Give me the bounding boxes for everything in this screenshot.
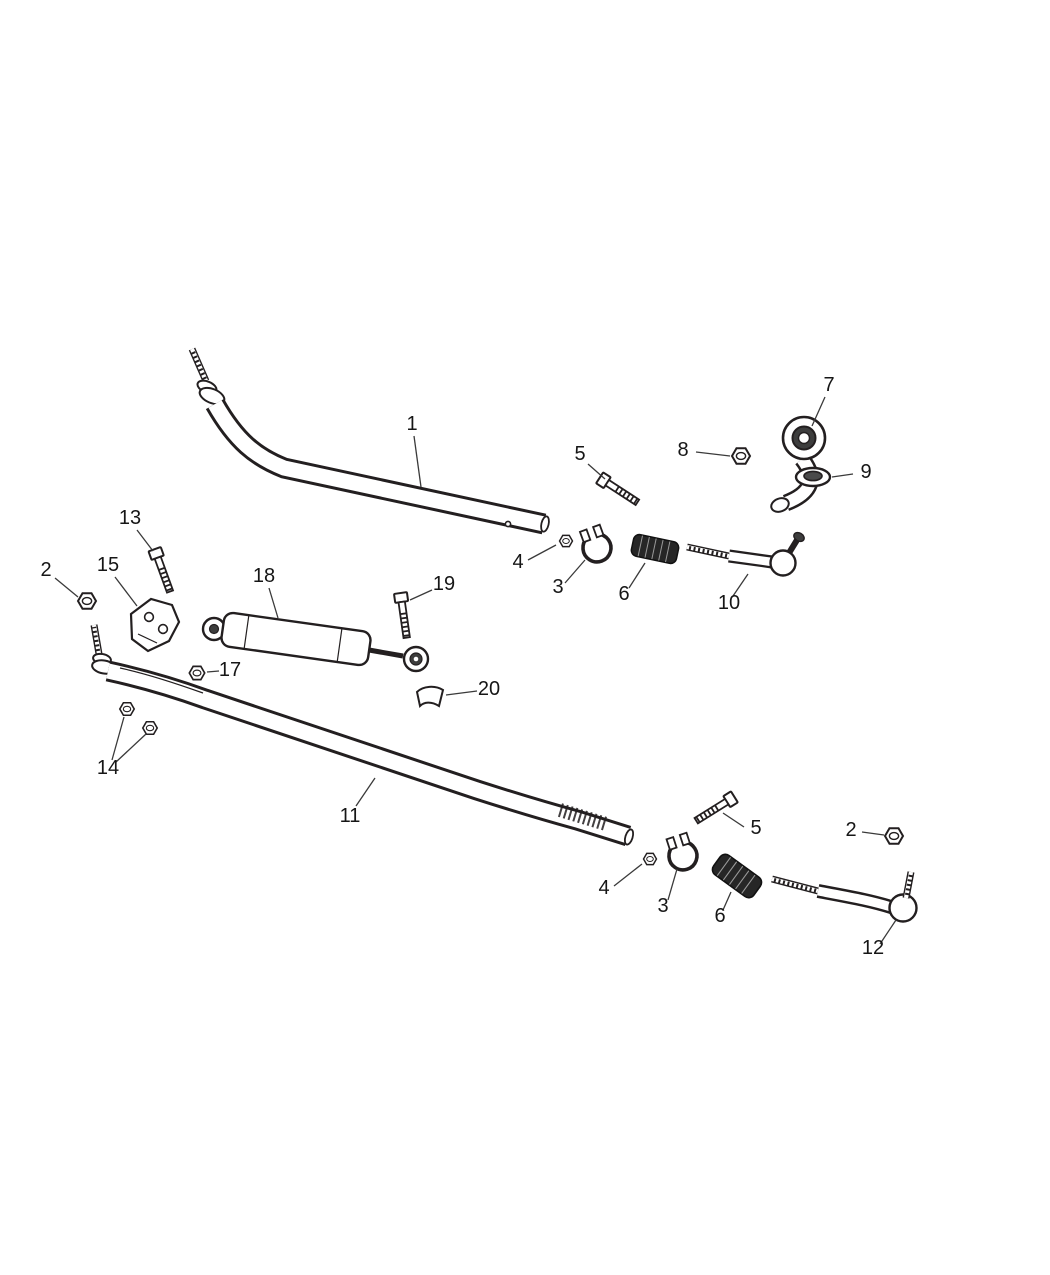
- callout-4-lower: 4: [598, 877, 609, 899]
- leader-2-right: [861, 831, 885, 836]
- part-8-nut: [731, 447, 751, 465]
- callout-4-upper: 4: [512, 551, 523, 573]
- leader-8: [695, 451, 731, 457]
- leader-6-upper: [628, 562, 646, 589]
- callout-6-lower: 6: [714, 905, 725, 927]
- leader-3-lower: [667, 868, 678, 901]
- callout-2-left: 2: [40, 559, 51, 581]
- leader-3-upper: [564, 559, 586, 584]
- part-10-tie-rod-end: [686, 531, 805, 577]
- callout-1: 1: [406, 413, 417, 435]
- callout-8: 8: [677, 439, 688, 461]
- callout-17: 17: [219, 659, 241, 681]
- part-13-bracket-bolt: [149, 547, 177, 594]
- leader-13: [136, 529, 154, 552]
- part-6-boot-sleeve-lower: [709, 850, 765, 902]
- leader-9: [831, 473, 854, 478]
- part-19-damper-bolt: [394, 592, 413, 638]
- part-18-steering-damper: [201, 611, 430, 673]
- part-5-clamp-bolt-lower: [693, 791, 738, 826]
- callout-11: 11: [340, 805, 361, 827]
- part-6-adjuster-sleeve-upper: [629, 532, 681, 566]
- callout-leader-lines: [54, 396, 897, 945]
- part-14-nuts: [119, 701, 158, 736]
- part-3-clamp-upper: [574, 521, 617, 568]
- leader-10: [732, 573, 749, 597]
- leader-1: [413, 435, 422, 488]
- leader-14a: [111, 716, 125, 761]
- callout-5-upper: 5: [574, 443, 585, 465]
- part-12-outer-tie-rod-end: [771, 871, 918, 923]
- leader-20: [445, 690, 478, 696]
- part-4-clamp-nut-upper: [558, 534, 574, 548]
- callout-10: 10: [718, 592, 740, 614]
- callout-9: 9: [860, 461, 871, 483]
- leader-5-lower: [722, 812, 745, 828]
- leader-17: [206, 670, 220, 673]
- callout-12: 12: [862, 937, 884, 959]
- callout-3-upper: 3: [552, 576, 563, 598]
- leader-12: [879, 919, 897, 945]
- leader-11: [355, 777, 376, 807]
- callout-13: 13: [119, 507, 141, 529]
- callout-5-lower: 5: [750, 817, 761, 839]
- callout-20: 20: [478, 678, 500, 700]
- leader-7: [811, 396, 826, 427]
- part-4-clamp-nut-lower: [642, 852, 658, 866]
- leader-18: [268, 587, 279, 619]
- callout-14: 14: [97, 757, 119, 779]
- callout-3-lower: 3: [657, 895, 668, 917]
- callout-6-upper: 6: [618, 583, 629, 605]
- leader-4-lower: [613, 863, 643, 887]
- part-3-clamp-lower: [661, 829, 703, 876]
- part-1-drag-link-tube: [188, 347, 550, 535]
- part-17-nut: [188, 665, 206, 681]
- callout-7: 7: [823, 374, 834, 396]
- leader-15: [114, 576, 138, 607]
- part-20-clip: [415, 685, 445, 709]
- part-11-drag-link: [90, 624, 635, 847]
- leader-19: [409, 589, 433, 601]
- leader-4-upper: [527, 544, 557, 561]
- part-15-damper-bracket: [129, 597, 181, 653]
- leader-14b: [115, 733, 147, 763]
- leader-2-left: [54, 577, 79, 598]
- leader-6-lower: [722, 891, 732, 911]
- callout-labels: 1 7 8 9 5 13 2 15 18 19 4 3 6 10 17 20 1…: [40, 374, 884, 959]
- part-2-nut-right: [884, 827, 904, 845]
- callout-2-right: 2: [845, 819, 856, 841]
- callout-19: 19: [433, 573, 455, 595]
- part-7-steering-arm: [770, 415, 827, 513]
- callout-18: 18: [253, 565, 275, 587]
- part-2-nut-left: [77, 592, 97, 610]
- part-9-seal-washer: [794, 466, 832, 488]
- callout-15: 15: [97, 554, 119, 576]
- leader-5-upper: [587, 463, 606, 480]
